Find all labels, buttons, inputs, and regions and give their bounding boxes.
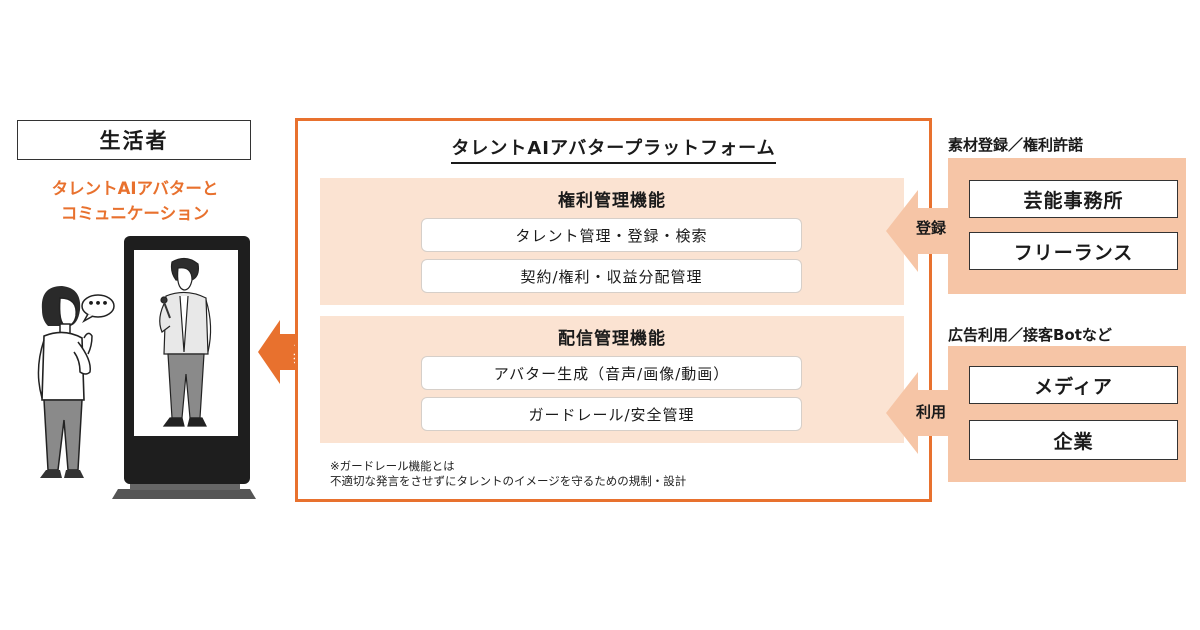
guardrail-note: ※ガードレール機能とは 不適切な発言をさせずにタレントのイメージを守るための規制… [330,459,686,489]
distribution-management-panel: 配信管理機能 アバター生成（音声/画像/動画） ガードレール/安全管理 [320,316,904,443]
person-illustration [37,286,93,478]
guardrail-note-line1: ※ガードレール機能とは [330,459,455,473]
speech-bubble-text: ••• [87,297,109,310]
user-company: 企業 [969,420,1178,460]
signage-kiosk-illustration [112,236,256,499]
platform-title: タレントAIアバタープラットフォーム [295,134,932,164]
register-arrow-icon [886,190,956,272]
use-arrow-label: 利用 [916,403,947,421]
users-heading: 広告利用／接客Botなど [948,326,1112,344]
register-arrow-label: 登録 [916,219,947,237]
rights-item-talent-management: タレント管理・登録・検索 [421,218,802,252]
guardrail-note-line2: 不適切な発言をさせずにタレントのイメージを守るための規制・設計 [330,474,687,488]
consumer-caption: タレントAIアバターと コミュニケーション [10,176,260,226]
distribution-item-avatar-generation: アバター生成（音声/画像/動画） [421,356,802,390]
distribution-management-title: 配信管理機能 [558,329,666,349]
rights-management-title: 権利管理機能 [558,191,666,211]
use-arrow-icon [886,372,956,454]
rights-item-contract-revenue: 契約/権利・収益分配管理 [421,259,802,293]
distribution-item-guardrail: ガードレール/安全管理 [421,397,802,431]
platform-title-text: タレントAIアバタープラットフォーム [451,138,776,164]
user-media: メディア [969,366,1178,404]
rights-management-panel: 権利管理機能 タレント管理・登録・検索 契約/権利・収益分配管理 [320,178,904,305]
speech-bubble-icon [81,294,115,323]
supplier-freelance: フリーランス [969,232,1178,270]
platform-frame [295,118,932,502]
consumer-label: 生活者 [17,120,251,160]
consumer-caption-line2: コミュニケーション [60,204,210,223]
consumer-caption-line1: タレントAIアバターと [51,179,219,198]
suppliers-heading: 素材登録／権利許諾 [948,136,1084,154]
supplier-talent-agency: 芸能事務所 [969,180,1178,218]
suppliers-block [948,158,1186,294]
